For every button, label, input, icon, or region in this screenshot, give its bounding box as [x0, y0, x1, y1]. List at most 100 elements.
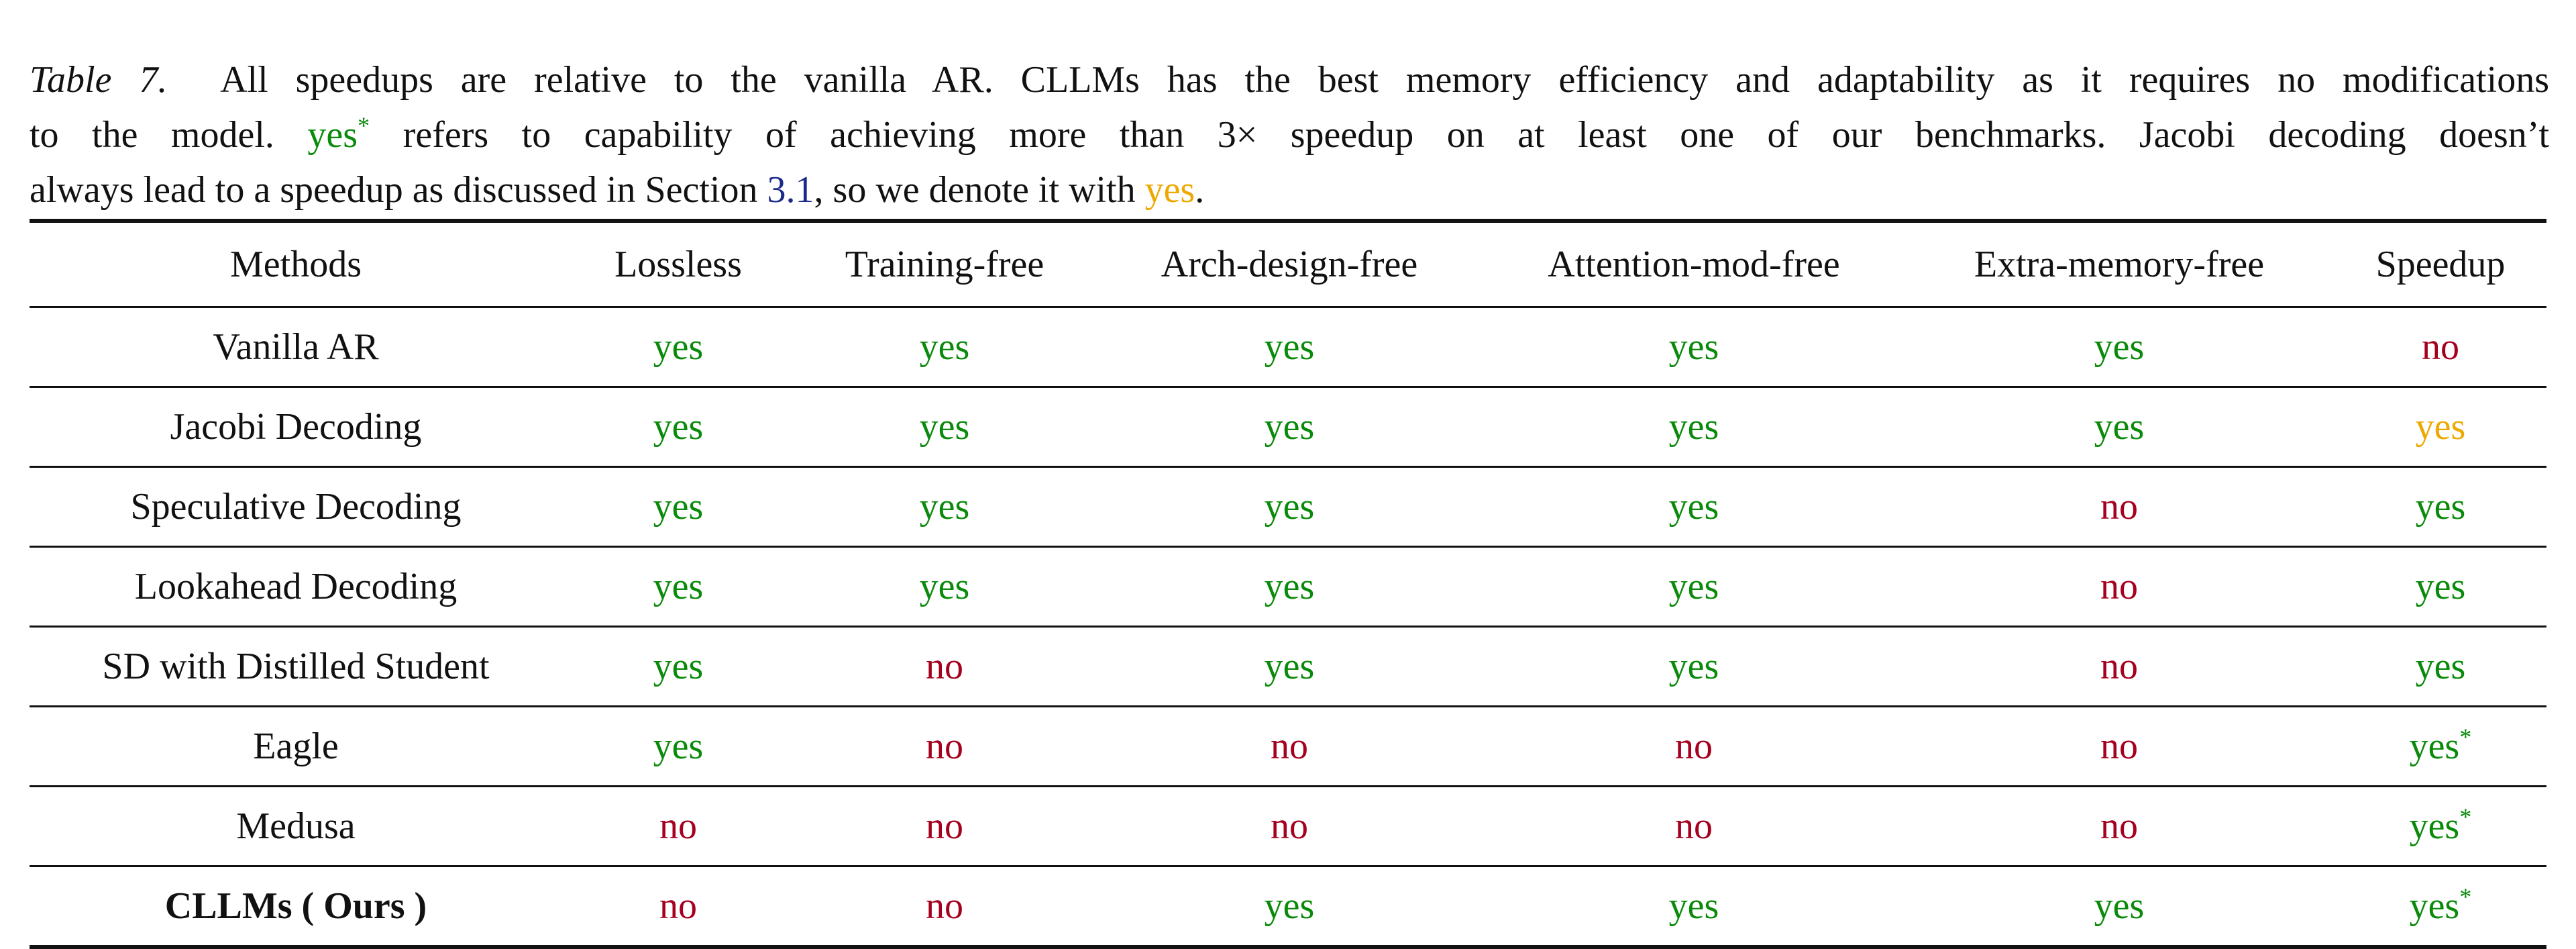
table-cell: no — [794, 626, 1095, 707]
table-cell: yes — [2334, 387, 2546, 468]
yes-value: yes — [653, 406, 704, 448]
caption-label: Table 7. — [30, 59, 168, 101]
yes-partial-legend: yes — [1144, 169, 1195, 211]
caption-text: to the model. — [30, 114, 274, 156]
table-cell: yes — [1484, 866, 1904, 949]
yes-value: yes — [2094, 326, 2145, 368]
column-header: Arch-design-free — [1095, 221, 1484, 308]
yes-value: yes — [1668, 885, 1719, 927]
no-value: no — [2100, 646, 2138, 687]
table-cell: yes* — [2334, 866, 2546, 949]
yes-star-legend: yes* — [307, 111, 370, 156]
star-mark: * — [358, 111, 370, 139]
yes-value: yes — [1264, 646, 1315, 687]
table-cell: yes — [1095, 626, 1484, 707]
yes-value: yes — [919, 486, 970, 528]
table-cell: yes — [1904, 866, 2334, 949]
caption-line-2: to the model. yes* refers to capability … — [30, 107, 2549, 162]
table-cell: yes — [1484, 626, 1904, 707]
column-header: Attention-mod-free — [1484, 221, 1904, 308]
table-cell: yes — [1904, 387, 2334, 468]
no-value: no — [1271, 726, 1308, 767]
method-name: SD with Distilled Student — [30, 626, 562, 707]
yes-text: yes — [307, 114, 358, 156]
table-cell: no — [794, 706, 1095, 787]
table-cell: no — [1904, 706, 2334, 787]
yes-value: yes — [653, 646, 704, 687]
method-name: Speculative Decoding — [30, 466, 562, 548]
table-cell: no — [1904, 626, 2334, 707]
table-cell: yes — [562, 387, 794, 468]
column-header: Lossless — [562, 221, 794, 308]
yes-value: yes — [653, 326, 704, 368]
yes-value: yes — [1668, 566, 1719, 607]
table-cell: no — [794, 866, 1095, 949]
no-value: no — [1271, 805, 1308, 847]
table-cell: no — [1904, 786, 2334, 867]
star-mark: * — [2459, 723, 2472, 750]
table-cell: yes — [562, 706, 794, 787]
yes-value: yes — [1264, 486, 1315, 528]
yes-value: yes — [1264, 566, 1315, 607]
column-header: Training-free — [794, 221, 1095, 308]
yes-value: yes — [653, 726, 704, 767]
table-cell: no — [1904, 546, 2334, 628]
star-mark: * — [2459, 883, 2472, 910]
yes-value: yes — [2415, 406, 2466, 448]
table-cell: yes — [562, 307, 794, 388]
table-caption: Table 7. All speedups are relative to th… — [30, 52, 2549, 217]
table-cell: no — [2334, 307, 2546, 388]
no-value: no — [659, 885, 697, 927]
method-name: Lookahead Decoding — [30, 546, 562, 628]
yes-value: yes — [653, 486, 704, 528]
table-cell: no — [1484, 786, 1904, 867]
yes-value: yes — [1264, 885, 1315, 927]
no-value: no — [926, 885, 963, 927]
table-cell: yes — [1484, 466, 1904, 548]
no-value: no — [659, 805, 697, 847]
table-cell: no — [562, 866, 794, 949]
section-link[interactable]: 3.1 — [767, 169, 814, 211]
table-cell: yes — [562, 546, 794, 628]
table-row: Speculative Decoding yes yes yes yes no yes — [30, 466, 2546, 548]
no-value: no — [2100, 726, 2138, 767]
table-cell: yes — [1484, 387, 1904, 468]
yes-value: yes — [919, 406, 970, 448]
table-cell: no — [1484, 706, 1904, 787]
table-cell: yes — [1484, 307, 1904, 388]
method-name: Eagle — [30, 706, 562, 787]
table-cell: no — [1904, 466, 2334, 548]
table-cell: yes — [2334, 626, 2546, 707]
column-header: Methods — [30, 221, 562, 308]
table-cell: yes — [1484, 546, 1904, 628]
yes-value: yes — [2415, 566, 2466, 607]
yes-value: yes — [2094, 406, 2145, 448]
method-name: Jacobi Decoding — [30, 387, 562, 468]
yes-value: yes — [653, 566, 704, 607]
yes-value: yes — [1668, 486, 1719, 528]
table-cell: yes — [794, 546, 1095, 628]
no-value: no — [926, 805, 963, 847]
table-cell: yes* — [2334, 786, 2546, 867]
yes-value: yes — [2415, 486, 2466, 528]
table-cell: yes — [794, 387, 1095, 468]
caption-line-1: Table 7. All speedups are relative to th… — [30, 52, 2549, 107]
yes-value: yes — [919, 326, 970, 368]
caption-text: refers to capability of achieving more t… — [402, 114, 2549, 156]
yes-value: yes — [1264, 326, 1315, 368]
yes-value: yes — [2409, 885, 2460, 927]
column-header: Speedup — [2334, 221, 2546, 308]
table-cell: yes — [1095, 307, 1484, 388]
yes-value: yes — [1668, 406, 1719, 448]
table-cell: yes — [794, 466, 1095, 548]
table-cell: yes — [1095, 466, 1484, 548]
table-cell: no — [562, 786, 794, 867]
no-value: no — [1675, 726, 1713, 767]
caption-text: always lead to a speedup as discussed in… — [30, 169, 758, 211]
table-cell: yes — [2334, 466, 2546, 548]
